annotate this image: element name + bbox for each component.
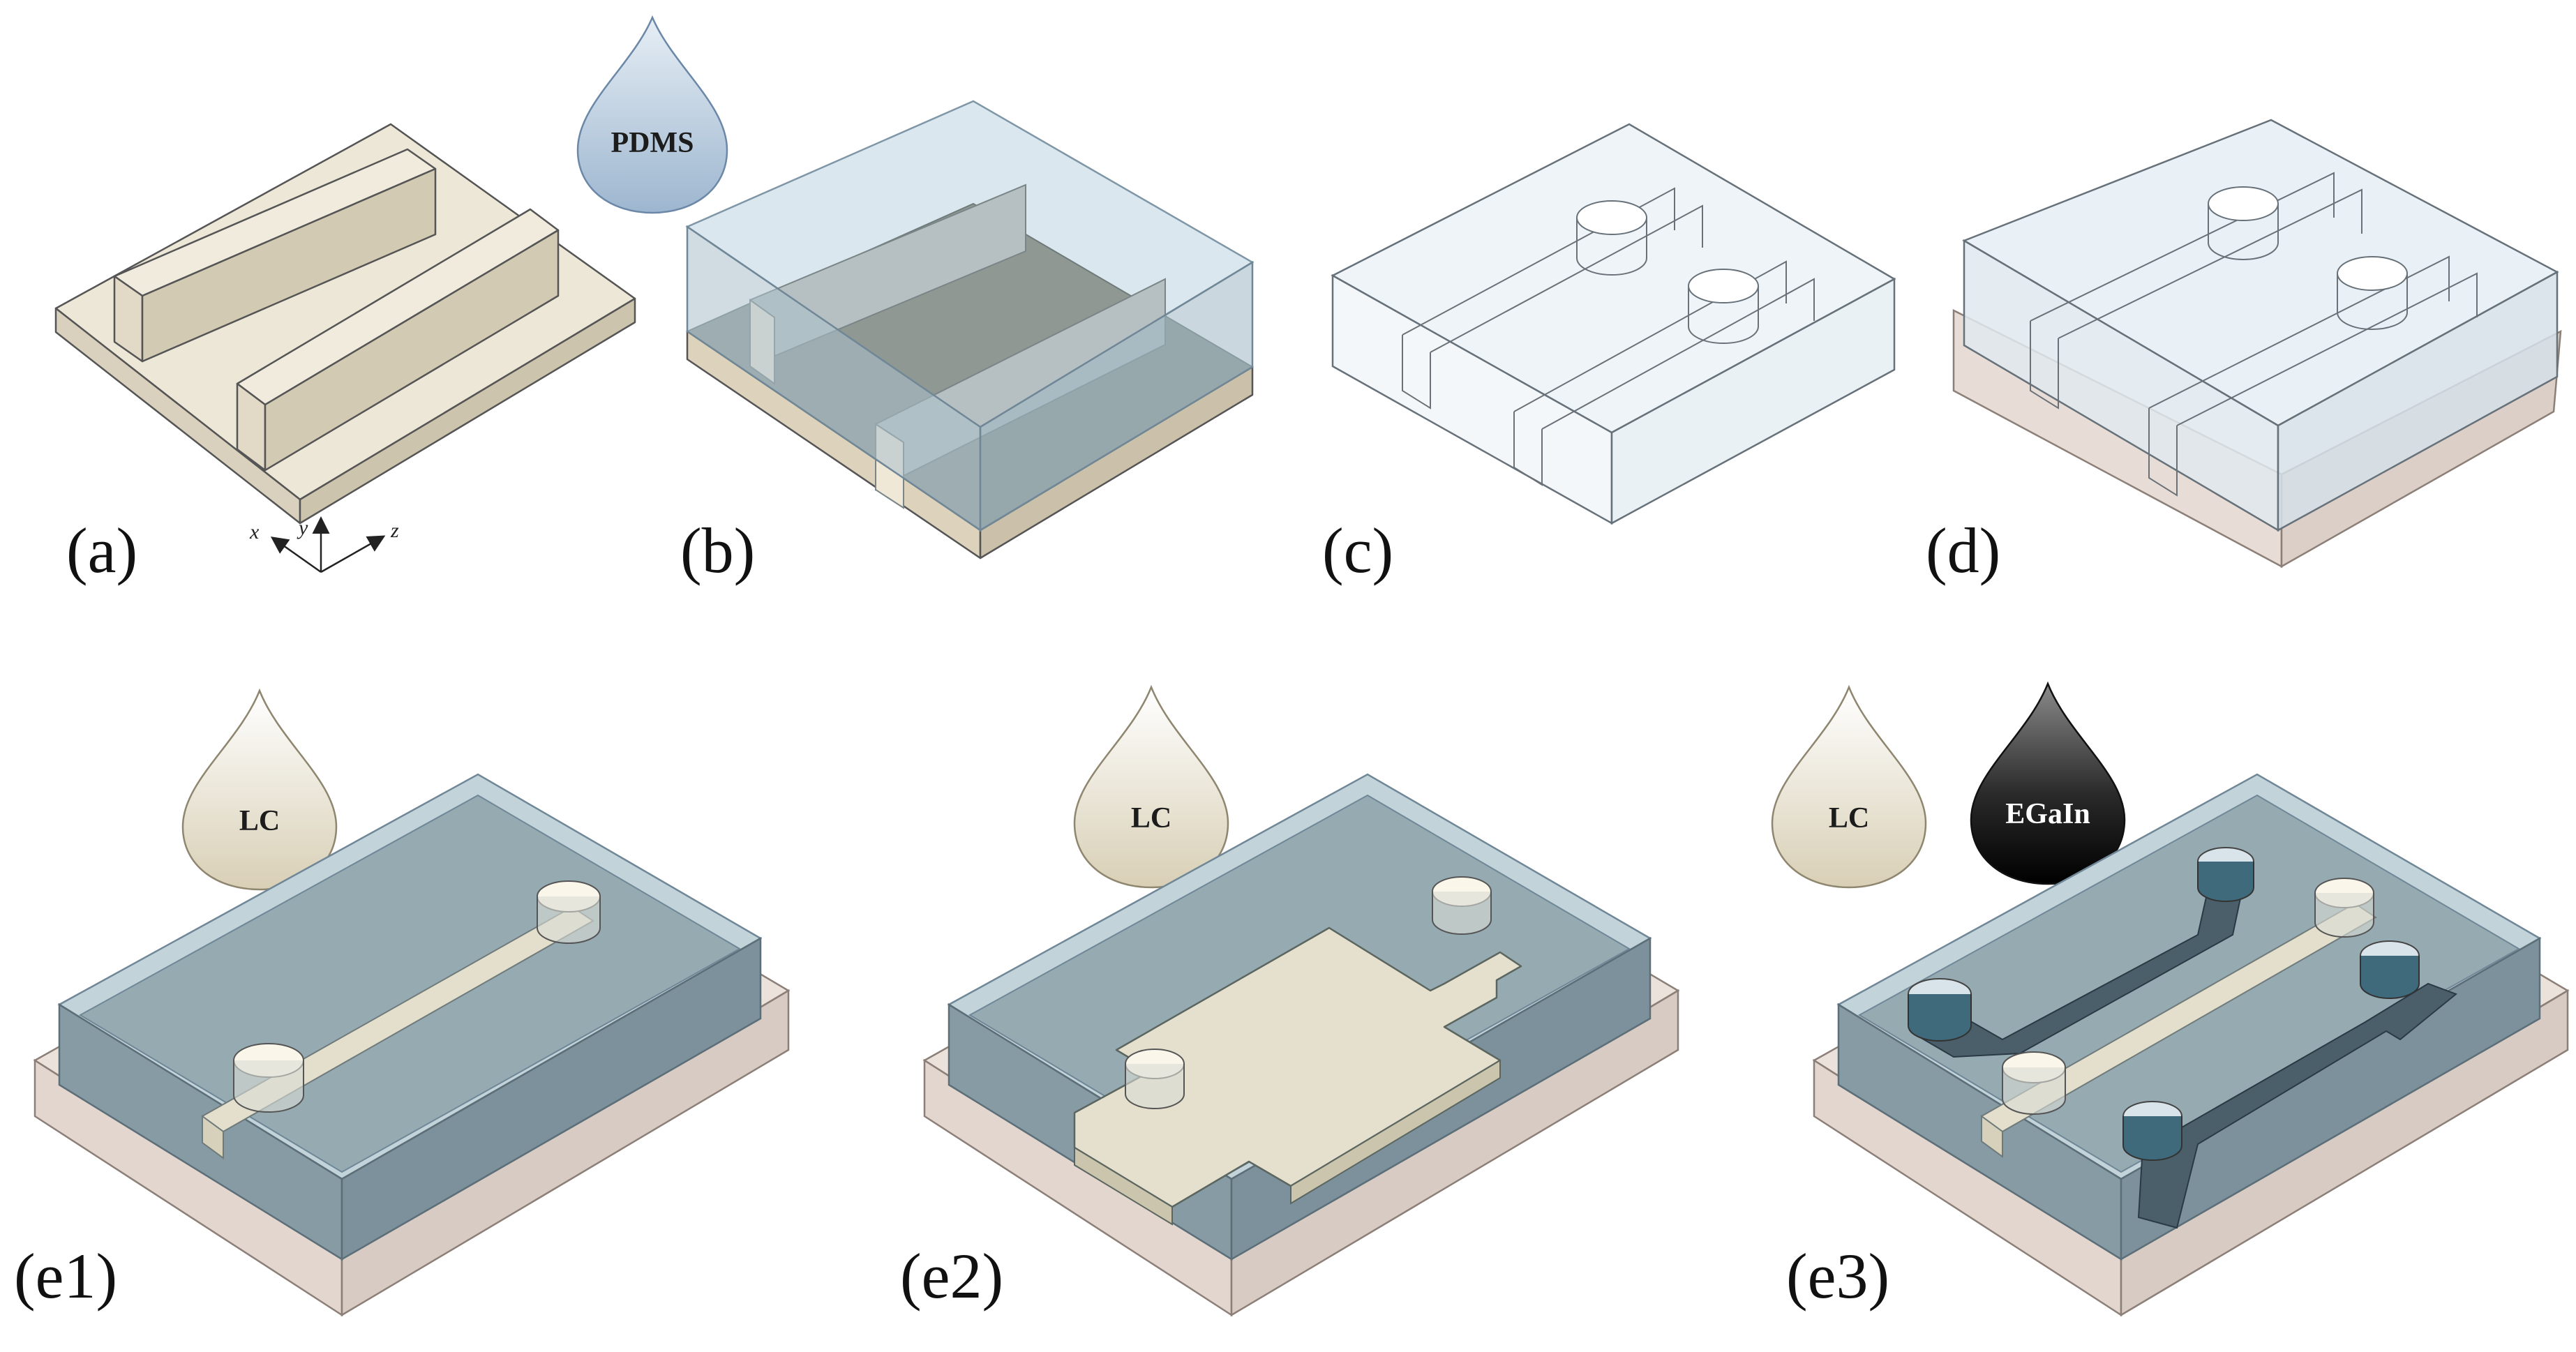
panel-label-a: (a) — [66, 515, 137, 586]
panel-b-pdms-cast — [685, 100, 1255, 559]
lc-drop-e1: LC — [181, 688, 338, 891]
axes-triad: x y z — [249, 516, 399, 573]
egain-drop-label: EGaIn — [2005, 798, 2090, 830]
panel-label-e1: (e1) — [14, 1240, 117, 1312]
panel-label-c: (c) — [1322, 515, 1393, 586]
panel-label-e3: (e3) — [1786, 1240, 1889, 1312]
panel-e3-device — [1812, 773, 2570, 1317]
panel-a-mold — [54, 123, 636, 525]
lc-drop-e1-label: LC — [239, 805, 280, 837]
pdms-drop: PDMS — [576, 15, 728, 214]
lc-drop-e2-label: LC — [1131, 802, 1171, 834]
panel-label-e2: (e2) — [900, 1240, 1003, 1312]
panel-e2-device — [922, 773, 1680, 1317]
axis-y-label: y — [297, 516, 308, 539]
panel-e1-device — [33, 773, 791, 1317]
pdms-drop-label: PDMS — [611, 127, 694, 159]
axis-z-label: z — [390, 519, 399, 542]
axis-x-label: x — [249, 520, 260, 543]
panel-label-d: (d) — [1926, 515, 2000, 586]
panel-d-bonded-device — [1952, 119, 2562, 569]
lc-drop-e3-label: LC — [1829, 802, 1869, 834]
lc-drop-e3: LC — [1771, 684, 1927, 889]
egain-drop: EGaIn — [1970, 681, 2126, 885]
panel-label-b: (b) — [680, 515, 755, 586]
lc-drop-e2: LC — [1073, 684, 1229, 889]
panel-c-pdms-part — [1331, 123, 1896, 525]
